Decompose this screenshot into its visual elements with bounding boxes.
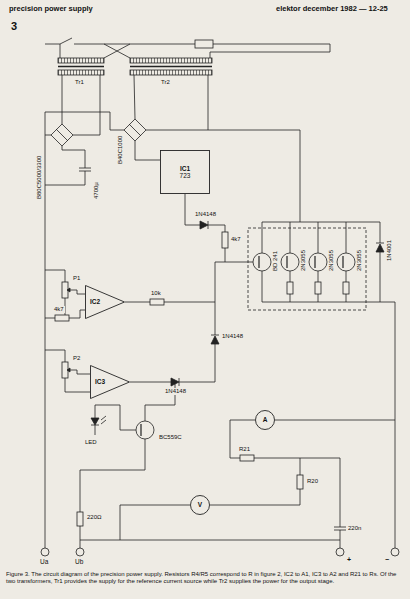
transistor-label: 2N3055 (300, 249, 307, 272)
potentiometer-label: P1 (72, 275, 81, 282)
ic-block: IC1723 (160, 150, 210, 194)
terminal-label: Ub (74, 558, 84, 565)
capacitor-label: 4700µ (93, 181, 100, 200)
resistor-label: 4k7 (53, 306, 65, 313)
led-label: LED (84, 439, 98, 446)
transistor-label: 2N3055 (328, 249, 335, 272)
transistor-label: BC559C (158, 434, 183, 441)
diode-label: 1N4148 (194, 211, 217, 218)
node-text: IC2 (90, 298, 100, 305)
transistor-label: BD 241 (272, 250, 279, 272)
opamp-triangle: IC3 (90, 365, 130, 399)
transformer-label: Tr2 (160, 79, 171, 86)
capacitor-label: 220n (347, 525, 362, 532)
page-header: elektor december 1982 — 12-25 (275, 5, 389, 13)
figure-caption: Figure 3. The circuit diagram of the pre… (6, 571, 404, 585)
voltmeter-circle: V (190, 495, 210, 515)
transistor-label: 2N3055 (356, 249, 363, 272)
resistor-label: 4k7 (230, 236, 242, 243)
terminal-label: − (384, 556, 390, 564)
terminal-label: + (346, 556, 352, 564)
page-header: precision power supply (8, 5, 94, 13)
diode-label: 1N4148 (164, 388, 187, 395)
resistor-label: 10k (150, 290, 162, 297)
node-text: V (198, 501, 202, 508)
resistor-label: R21 (238, 446, 251, 453)
rectifier-label: B40C1000 (117, 135, 124, 165)
figure-number: 3 (10, 20, 18, 32)
opamp-triangle: IC2 (85, 285, 125, 319)
potentiometer-label: P2 (72, 355, 81, 362)
node-text: IC1 (180, 165, 190, 172)
node-text: 723 (180, 172, 191, 179)
diode-label: 1N4001 (386, 239, 393, 262)
resistor-label: 220Ω (86, 514, 103, 521)
node-text: A (263, 416, 268, 423)
resistor-label: R20 (306, 478, 319, 485)
diode-label: 1N4148 (221, 333, 244, 340)
rectifier-label: B80C5000/3300 (36, 155, 43, 200)
transformer-label: Tr1 (74, 79, 85, 86)
node-text: IC3 (95, 378, 105, 385)
terminal-label: Ua (39, 558, 49, 565)
ammeter-circle: A (255, 410, 275, 430)
